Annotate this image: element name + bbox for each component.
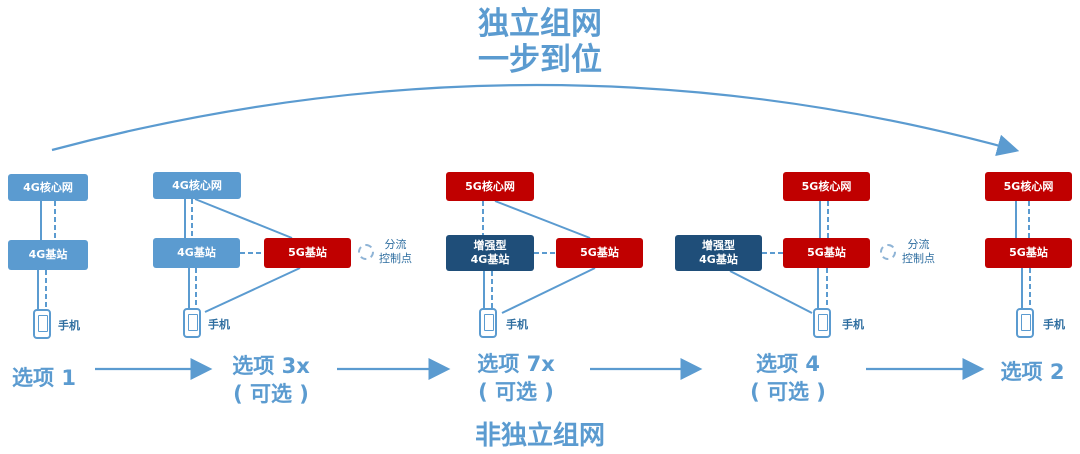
opt1-4g-bs: 4G基站 (8, 240, 88, 270)
phone-label: 手机 (1043, 318, 1065, 331)
opt7x-enhanced-4g-bs: 增强型 4G基站 (446, 235, 534, 271)
opt2-5g-core: 5G核心网 (985, 172, 1072, 201)
option-2-label: 选项 2 (1000, 360, 1065, 384)
phone-icon (33, 309, 51, 339)
option-4-label: 选项 4 ( 可选 ) (750, 352, 826, 404)
opt4-5g-core: 5G核心网 (783, 172, 870, 201)
phone-icon (183, 308, 201, 338)
phone-label: 手机 (506, 318, 528, 331)
opt7x-5g-bs: 5G基站 (556, 238, 643, 268)
sa-arc-arrow (51, 83, 1020, 156)
opt4-5g-bs: 5G基站 (783, 238, 870, 268)
title-line-2: 一步到位 (478, 42, 602, 78)
opt3x-5g-bs: 5G基站 (264, 238, 351, 268)
phone-icon (813, 308, 831, 338)
phone-label: 手机 (58, 319, 80, 332)
phone-label: 手机 (208, 318, 230, 331)
opt7x-5g-core: 5G核心网 (446, 172, 534, 201)
phone-label: 手机 (842, 318, 864, 331)
opt2-5g-bs: 5G基站 (985, 238, 1072, 268)
split-control-point-icon (880, 244, 896, 260)
opt3x-4g-core: 4G核心网 (153, 172, 241, 199)
option-1-label: 选项 1 (12, 366, 76, 390)
opt1-4g-core: 4G核心网 (8, 174, 88, 201)
opt3x-4g-bs: 4G基站 (153, 238, 240, 268)
option-3x-label: 选项 3x ( 可选 ) (232, 354, 310, 406)
phone-icon (479, 308, 497, 338)
split-control-point-label: 分流 控制点 (379, 238, 412, 265)
diagram-connectors (37, 83, 1031, 380)
option-7x-label: 选项 7x ( 可选 ) (477, 352, 555, 404)
split-control-point-icon (358, 244, 374, 260)
phone-icon (1016, 308, 1034, 338)
split-control-point-label: 分流 控制点 (902, 238, 935, 265)
bottom-title: 非独立组网 (474, 421, 605, 451)
opt4-enhanced-4g-bs: 增强型 4G基站 (675, 235, 762, 271)
title-line-1: 独立组网 (478, 6, 602, 42)
